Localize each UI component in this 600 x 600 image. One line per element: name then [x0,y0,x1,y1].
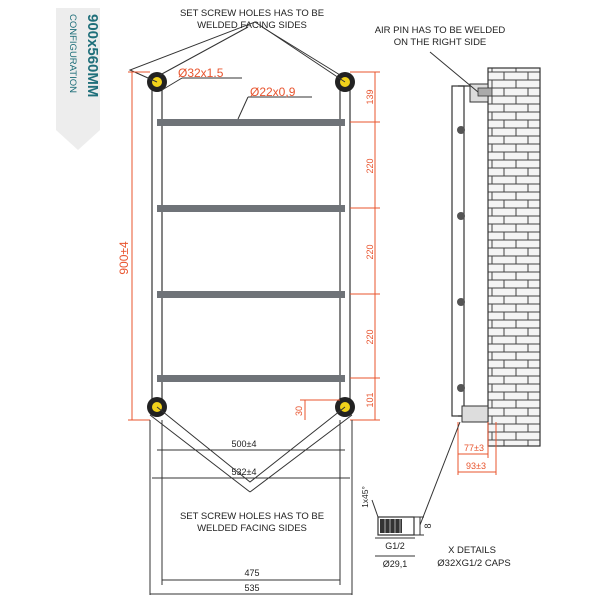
gap-2-label: 220 [365,244,375,259]
gap-3-label: 220 [365,329,375,344]
bottom-leader [156,406,346,483]
cap-detail [371,499,424,557]
height-label: 900±4 [117,241,131,275]
banner-ribbon [56,8,100,150]
width-475-label: 475 [244,568,259,578]
side-bar-3 [457,298,465,306]
air-pin [477,87,493,97]
gap-bottom-label: 101 [365,392,375,407]
chamfer-label: 1x45° [360,486,370,508]
towel-bar-3 [157,291,345,298]
thread-label: G1/2 [385,541,405,551]
tube-spec: Ø32x1.5 [178,66,224,80]
width-500-label: 500±4 [232,439,257,449]
x-details-label: X DETAILS [448,545,496,556]
gap-top-label: 139 [365,89,375,104]
top-leader [128,21,346,83]
right-rail [339,79,351,411]
caps-label: Ø32XG1/2 CAPS [437,558,510,569]
side-93-label: 93±3 [466,461,486,471]
side-77-label: 77±3 [464,443,484,453]
radiator-side-profile [451,85,465,417]
top-note-line1: SET SCREW HOLES HAS TO BE [180,8,324,19]
brick-wall [487,67,541,447]
bottom-note-line1: SET SCREW HOLES HAS TO BE [180,511,324,522]
cap-thread [380,519,402,533]
bar-spec: Ø22x0,9 [250,85,296,99]
side-bar-4 [457,384,465,392]
airpin-note-line1: AIR PIN HAS TO BE WELDED [375,25,506,36]
airpin-note-line2: ON THE RIGHT SIDE [394,37,487,48]
cap-diameter-label: Ø29,1 [383,559,408,569]
bottom-note-line2: WELDED FACING SIDES [197,523,307,534]
banner-subtitle: CONFIGURATION [67,14,78,93]
width-535-label: 535 [244,583,259,593]
towel-bar-1 [157,119,345,126]
banner-title: 900x560MM [84,14,100,97]
side-view [419,51,541,526]
side-bar-1 [457,126,465,134]
width-532-label: 532±4 [232,467,257,477]
configuration-banner: 900x560MM CONFIGURATION [56,8,100,150]
towel-bar-2 [157,205,345,212]
cap-height-label: 8 [423,523,433,528]
gap-1-label: 220 [365,158,375,173]
side-bar-2 [457,212,465,220]
towel-bar-4 [157,375,345,382]
top-note-line2: WELDED FACING SIDES [197,20,307,31]
foot-label: 30 [294,406,304,416]
bottom-bracket [461,405,489,423]
front-view [128,21,380,595]
left-rail [151,79,163,411]
